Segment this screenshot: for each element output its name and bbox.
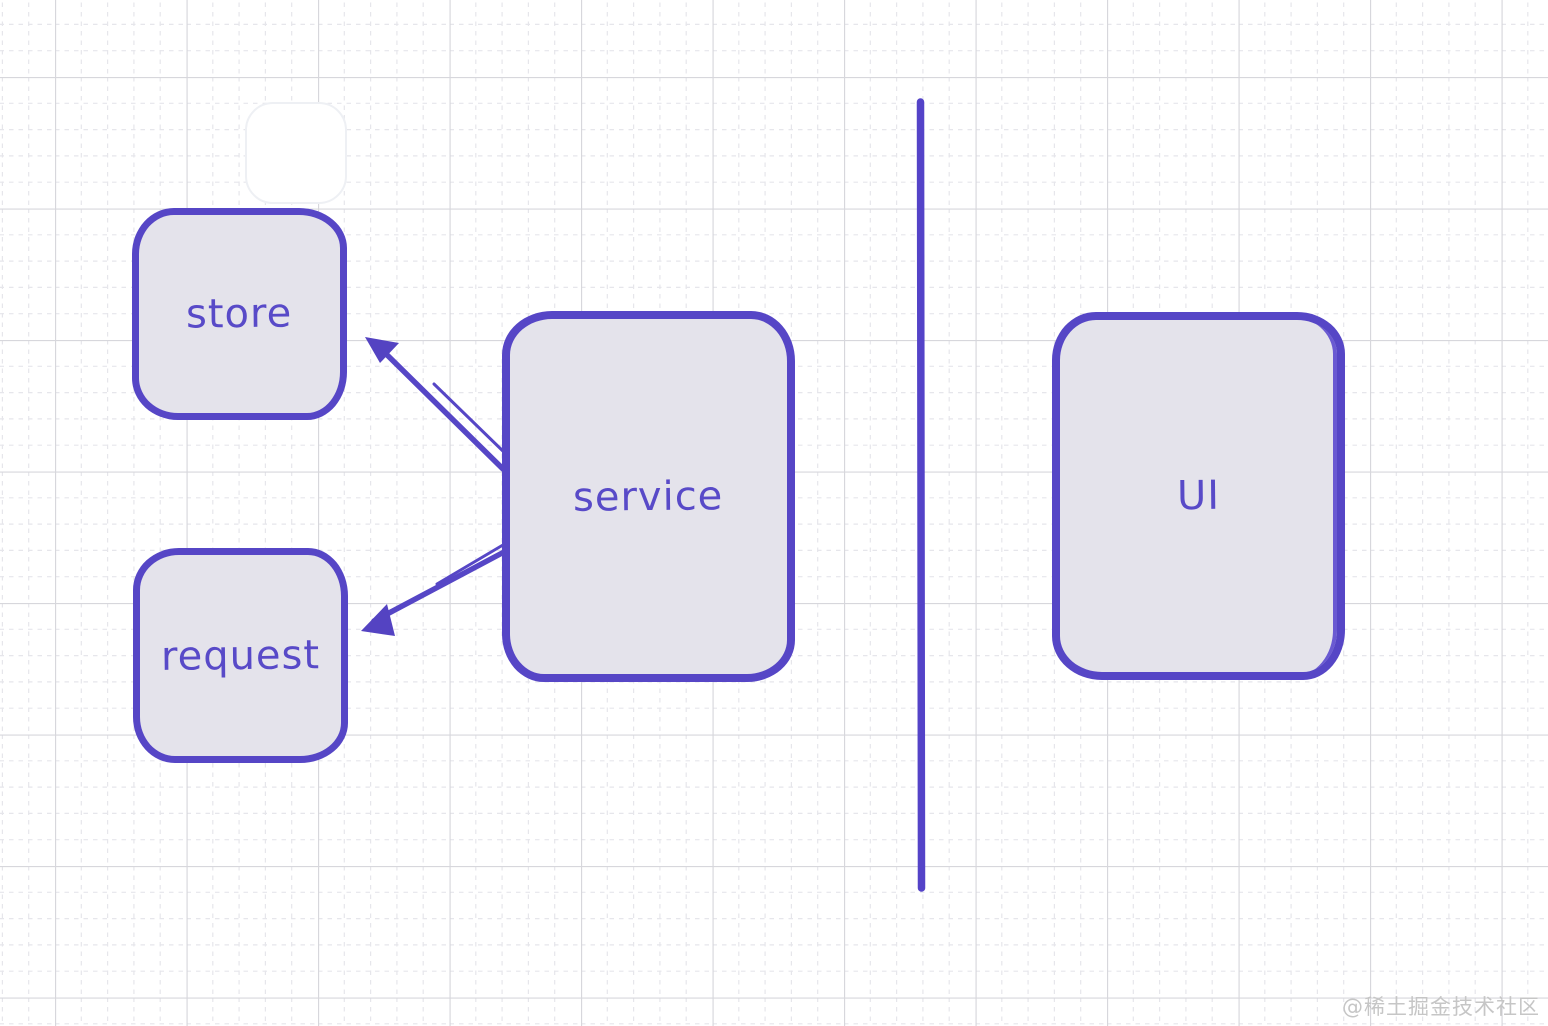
watermark: @稀土掘金技术社区 [1342, 995, 1540, 1019]
arrow-shaft [371, 549, 507, 624]
node-store-label: store [186, 290, 293, 338]
arrow-service-to-request[interactable] [361, 540, 510, 636]
node-request[interactable]: request [133, 548, 348, 763]
node-ui-label: UI [1176, 472, 1221, 520]
arrow-service-to-store[interactable] [365, 337, 509, 472]
divider-line[interactable] [916, 98, 926, 892]
arrow-shaft-sketch-stroke [435, 540, 510, 586]
node-store[interactable]: store [132, 208, 347, 420]
arrow-shaft [374, 342, 506, 472]
node-service[interactable]: service [502, 311, 795, 682]
node-request-label: request [160, 631, 321, 680]
node-service-label: service [573, 472, 724, 521]
arrow-head [361, 604, 395, 636]
arrow-head [365, 337, 399, 363]
node-ui[interactable]: UI [1052, 312, 1345, 680]
ghost-box-shape[interactable] [245, 102, 347, 204]
arrow-shaft-sketch-stroke [432, 382, 509, 457]
